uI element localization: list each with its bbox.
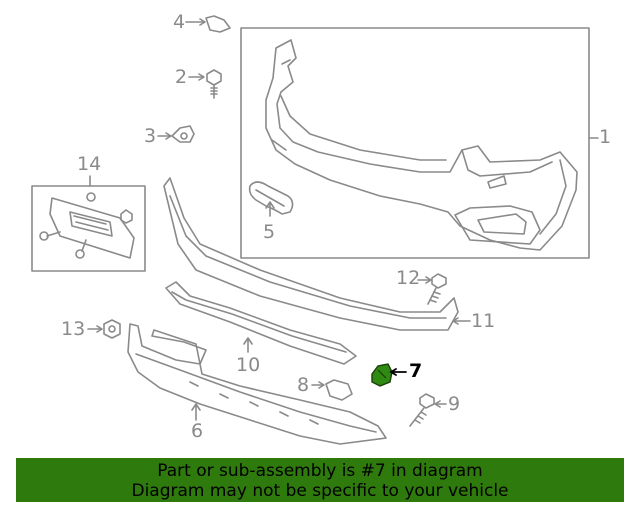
callout-7: 7 [409,360,423,382]
callout-10: 10 [236,354,261,376]
part-8-bracket[interactable] [325,379,353,401]
info-banner: Part or sub-assembly is #7 in diagram Di… [16,458,624,502]
callout-11: 11 [471,310,496,332]
part-6-lower-cover[interactable] [127,323,387,445]
part-7-highlighted-part[interactable] [371,363,393,387]
part-5-bracket[interactable] [248,181,294,215]
callout-9: 9 [448,393,461,415]
part-1-frame [240,27,590,259]
banner-line-1: Part or sub-assembly is #7 in diagram [157,461,483,481]
callout-8: 8 [297,374,310,396]
part-1-bumper-cover[interactable] [240,27,590,259]
banner-line-2: Diagram may not be specific to your vehi… [131,481,509,501]
part-12-bolt[interactable] [427,273,447,305]
part-4-clip[interactable] [205,15,231,33]
parts-diagram [31,15,599,445]
part-14-license-plate-bracket[interactable] [31,185,146,272]
part-2-bolt[interactable] [206,69,222,99]
part-10-reinforcement[interactable] [165,281,357,365]
part-14-frame [31,185,146,272]
callout-2: 2 [175,66,188,88]
callout-1: 1 [599,126,612,148]
part-3-clip[interactable] [171,125,195,143]
callout-3: 3 [144,125,157,147]
callout-6: 6 [191,420,204,442]
callout-14: 14 [77,153,102,175]
callout-4: 4 [173,11,186,33]
part-11-absorber[interactable] [163,177,459,331]
callout-12: 12 [396,267,421,289]
part-13-clip[interactable] [103,319,121,339]
callout-13: 13 [61,318,86,340]
part-9-bolt[interactable] [409,393,435,427]
callout-5: 5 [263,221,276,243]
